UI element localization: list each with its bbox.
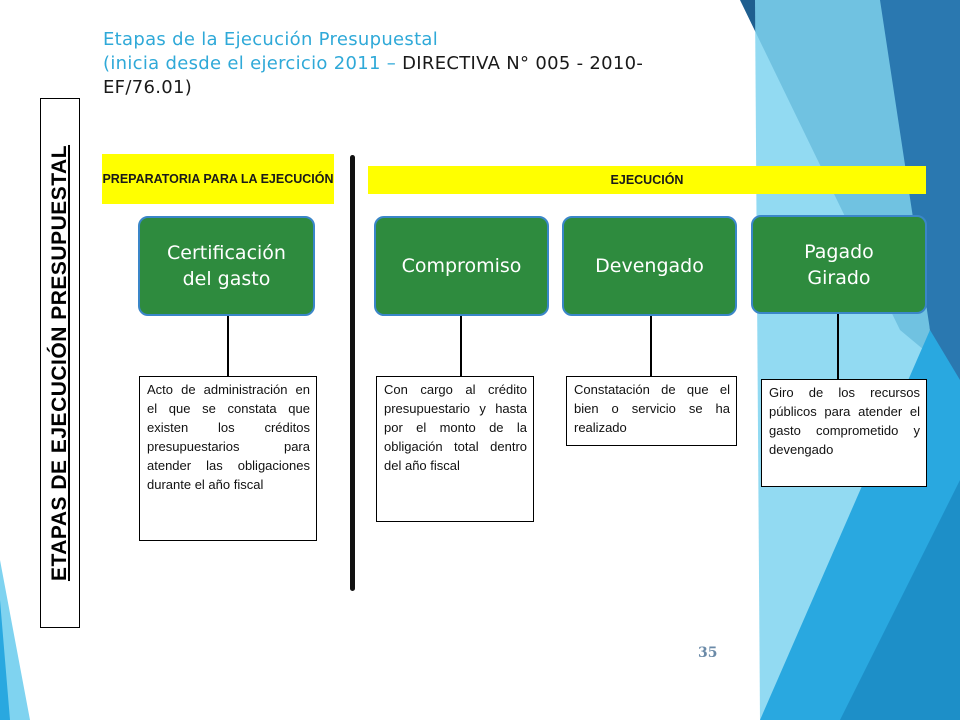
title-line-1: Etapas de la Ejecución Presupuestal xyxy=(103,29,439,50)
connector-certificacion xyxy=(227,316,229,377)
stage-compromiso: Compromiso xyxy=(374,216,549,316)
title-line-2-blue: (inicia desde el ejercicio 2011 – xyxy=(103,53,403,74)
deco-shape-right-mid xyxy=(870,0,960,720)
stage-certificacion: Certificación del gasto xyxy=(138,216,315,316)
title-line-2: (inicia desde el ejercicio 2011 – DIRECT… xyxy=(103,52,703,76)
slide-title: Etapas de la Ejecución Presupuestal (ini… xyxy=(103,28,703,100)
desc-devengado: Constatación de que el bien o servicio s… xyxy=(566,376,737,446)
phase-divider xyxy=(350,155,355,591)
vertical-label: ETAPAS DE EJECUCIÓN PRESUPUESTAL xyxy=(48,144,71,582)
desc-pagado: Giro de los recursos públicos para atend… xyxy=(761,379,927,487)
desc-compromiso: Con cargo al crédito presupuestario y ha… xyxy=(376,376,534,522)
connector-devengado xyxy=(650,316,652,377)
desc-certificacion: Acto de administración en el que se cons… xyxy=(139,376,317,541)
vertical-label-box xyxy=(40,98,80,628)
stage-pagado-line2: Girado xyxy=(807,266,871,289)
stage-certificacion-line1: Certificación xyxy=(167,242,286,264)
phase-preparatory-label: PREPARATORIA PARA LA EJECUCIÓN xyxy=(102,154,334,204)
deco-shape-right-bottom-dark xyxy=(840,480,960,720)
stage-devengado-line1: Devengado xyxy=(595,255,704,277)
stage-certificacion-line2: del gasto xyxy=(182,268,271,290)
connector-pagado xyxy=(837,314,839,380)
deco-shape-right-light xyxy=(755,0,930,720)
stage-pagado-line1: Pagado xyxy=(804,240,874,263)
connector-compromiso xyxy=(460,316,462,377)
deco-shape-left-bottom-2 xyxy=(0,600,10,720)
page-number: 35 xyxy=(698,645,718,661)
stage-devengado: Devengado xyxy=(562,216,737,316)
stage-compromiso-line1: Compromiso xyxy=(401,255,522,277)
deco-shape-left-bottom xyxy=(0,560,30,720)
phase-execution-label: EJECUCIÓN xyxy=(368,166,926,194)
title-line-3: EF/76.01) xyxy=(103,77,193,98)
title-line-2-dark: DIRECTIVA N° 005 - 2010- xyxy=(402,53,644,74)
stage-pagado-girado: Pagado Girado xyxy=(751,215,927,314)
